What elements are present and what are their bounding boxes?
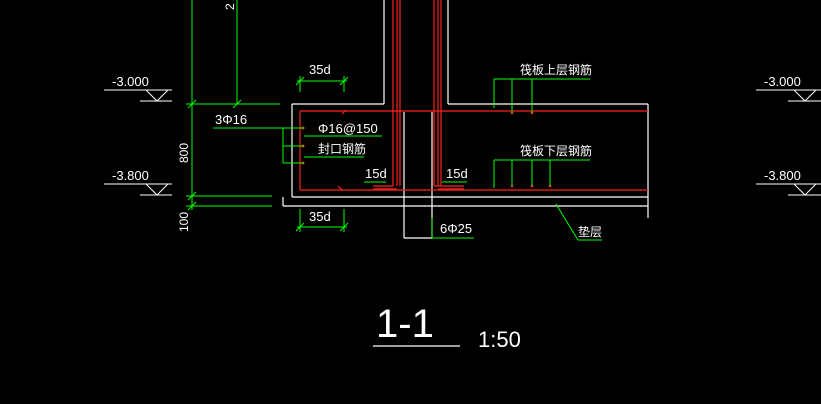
- elevation-marker-top-right: [756, 89, 821, 102]
- label-stirrups: Φ16@150: [318, 121, 378, 136]
- label-edge-bars: 3Φ16: [215, 112, 247, 127]
- dimension-slab-height: 800: [177, 143, 191, 163]
- elevation-label-top-right: -3.000: [764, 74, 801, 89]
- dimension-hook-left: 15d: [365, 166, 387, 181]
- dimension-bottom-anchor: 35d: [309, 209, 331, 224]
- elevation-label-top-left: -3.000: [112, 74, 149, 89]
- label-cushion-layer: 垫层: [578, 224, 602, 239]
- label-upper-mesh: 筏板上层钢筋: [520, 62, 592, 77]
- label-lower-mesh: 筏板下层钢筋: [520, 143, 592, 158]
- elevation-label-bottom-right: -3.800: [764, 168, 801, 183]
- elevation-marker-bottom-left: [104, 183, 172, 196]
- label-column-bars: 6Φ25: [440, 221, 472, 236]
- label-sealing-bars: 封口钢筋: [318, 141, 366, 156]
- section-title: 1-1: [376, 302, 434, 346]
- elevation-marker-top-left: [104, 89, 172, 102]
- rebar-lines: [299, 0, 648, 191]
- dimension-top-anchor: 35d: [309, 62, 331, 77]
- elevation-label-bottom-left: -3.800: [112, 168, 149, 183]
- dimension-cushion: 100: [177, 212, 191, 232]
- section-scale: 1:50: [478, 327, 521, 352]
- concrete-outline: [282, 0, 649, 239]
- dimension-hook-right: 15d: [446, 166, 468, 181]
- dimension-top-cut: 2: [223, 3, 237, 10]
- dimension-lines: [186, 0, 602, 241]
- elevation-marker-bottom-right: [756, 183, 821, 196]
